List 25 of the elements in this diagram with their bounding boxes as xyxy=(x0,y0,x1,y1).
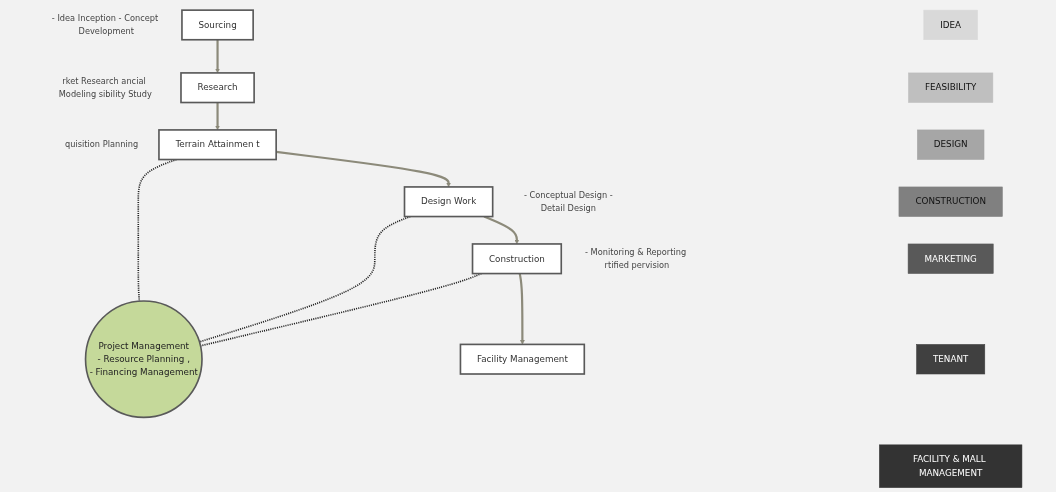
node-box: Research xyxy=(180,72,255,104)
node-box: FACILITY & MALL MANAGEMENT xyxy=(879,444,1023,488)
node-box: FEASIBILITY xyxy=(908,72,994,103)
node-box: DESIGN xyxy=(917,129,985,160)
arrow xyxy=(215,39,220,74)
node-label: rket Research ancial Modeling sibility Study xyxy=(58,76,152,99)
arrow xyxy=(276,150,451,188)
node-box: Design Work xyxy=(403,186,494,218)
node-box: IDEA xyxy=(923,9,978,41)
node-label: - Idea Inception - Concept Development xyxy=(51,13,159,36)
connector xyxy=(198,215,412,343)
node-box: Terrain Attainmen t xyxy=(158,129,277,161)
node-label: - Conceptual Design -Detail Design xyxy=(523,190,613,213)
node-box: TENANT xyxy=(916,344,986,375)
node-label: quisition Planning xyxy=(65,139,139,150)
node-box: Sourcing xyxy=(181,9,254,41)
arrow xyxy=(215,102,220,131)
node-box: Construction xyxy=(471,243,563,275)
arrow xyxy=(483,215,520,245)
node-label: - Monitoring & Reporting rtified pervision xyxy=(585,247,687,270)
arrow xyxy=(518,273,525,345)
node-box: Facility Management xyxy=(459,343,586,375)
node-box: MARKETING xyxy=(907,243,994,274)
node-circle: Project Management - Resource Planning , - Financing Management xyxy=(84,300,203,419)
node-box: CONSTRUCTION xyxy=(898,186,1003,217)
